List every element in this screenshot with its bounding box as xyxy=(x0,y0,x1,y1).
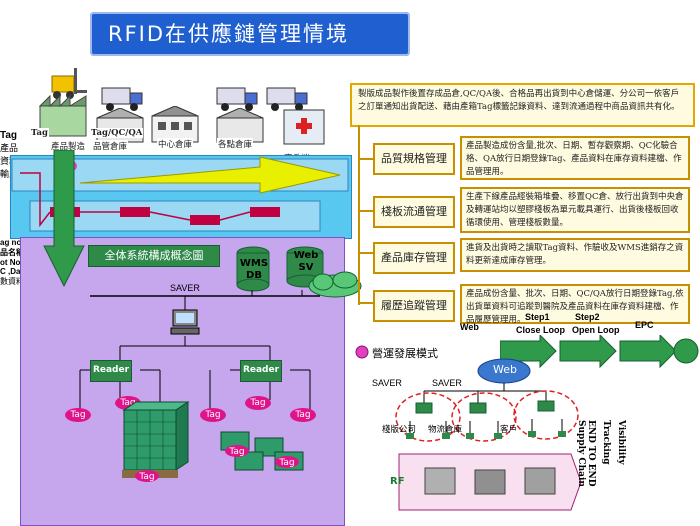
module-label: 產品庫存管理 xyxy=(373,242,455,274)
left-label: 輸入 xyxy=(0,169,19,179)
stage-label: Tag/QC/QA xyxy=(90,128,144,138)
module-label: 棧板流通管理 xyxy=(373,196,455,228)
side-info: ag no: 品名稱,No ot No. C ,Date.. 數資料 xyxy=(0,238,60,287)
hospital-icon xyxy=(283,109,325,145)
business-heading: 營運發展模式 xyxy=(372,347,438,360)
step-label: Step1 xyxy=(525,312,550,322)
warehouse-icon xyxy=(96,108,144,143)
computer-icon xyxy=(170,309,200,335)
truck-icon xyxy=(266,87,308,111)
module-desc: 產品製造成份含量,批次、日期、暫存觀察期、QC化驗合格、QA放行日期登錄Tag、… xyxy=(460,136,690,180)
supply-chain-illustration: Tag Tag/QC/QA 中心倉庫 各點倉庫 客戶端 產品製造 品管倉庫 xyxy=(30,68,350,164)
system-title: 全体系統構成概念圖 xyxy=(88,245,220,267)
step-label: Step2 xyxy=(575,312,600,322)
vertical-label: Visibility xyxy=(616,420,626,465)
flow-description: 製版成品製作後置存成品倉,QC/QA後、合格品再出貨到中心倉儲運、分公司一依客戶… xyxy=(350,83,695,127)
rfid-tag: Tag xyxy=(245,396,271,410)
module-label: 履歷追蹤管理 xyxy=(373,290,455,322)
stage-label: 中心倉庫 xyxy=(157,138,194,150)
warehouse-icon xyxy=(151,106,199,143)
module-desc: 進貨及出貨時之讀取Tag資料、作驗收及WMS進銷存之資料更新達成庫存管理。 xyxy=(460,238,690,272)
side-info-line: ag no: xyxy=(0,238,24,247)
left-label: Tag xyxy=(0,130,18,141)
side-info-line: 品名稱,No xyxy=(0,248,37,257)
rfid-tag: Tag xyxy=(65,408,91,422)
rfid-tag: Tag xyxy=(200,408,226,422)
callout-arrow xyxy=(43,150,85,288)
vertical-label: END TO END Supply Chain xyxy=(576,420,596,487)
left-label: 資料 xyxy=(0,156,19,166)
step-label: Web xyxy=(460,322,479,332)
web-sv-label: Web SV xyxy=(293,250,319,273)
bullet-icon xyxy=(355,345,369,359)
step-label: EPC xyxy=(635,320,654,330)
saver-label: SAVER xyxy=(432,378,462,388)
left-label-group: Tag 產品 資料 輸入 xyxy=(0,130,30,180)
rf-band xyxy=(398,453,582,511)
network-lines xyxy=(79,290,320,410)
side-info-line: C ,Date.. xyxy=(0,267,33,276)
rfid-tag: Tag xyxy=(225,445,249,457)
truck-icon xyxy=(101,87,143,111)
rfid-tag: Tag xyxy=(290,408,316,422)
vertical-label: Tracking xyxy=(601,420,611,465)
left-label: 產品 xyxy=(0,143,19,153)
module-label: 品質規格管理 xyxy=(373,143,455,175)
step-arrows xyxy=(500,335,699,369)
rfid-reader: Reader xyxy=(240,360,282,382)
saver-label: SAVER xyxy=(372,378,402,388)
web-cloud-label: Web xyxy=(493,363,517,376)
node-label: 棧版公司 xyxy=(382,424,417,434)
stage-name: 品管倉庫 xyxy=(92,140,129,152)
wms-db-label: WMS DB xyxy=(239,258,269,281)
saver-label: SAVER xyxy=(170,283,200,293)
truck-icon xyxy=(216,87,258,111)
loop-label: Open Loop xyxy=(572,325,620,335)
cloud-icon xyxy=(308,271,362,298)
node-label: 客戶 xyxy=(500,424,518,434)
stage-label: 各點倉庫 xyxy=(217,138,254,150)
stage-label: Tag xyxy=(30,128,49,138)
rfid-tag: Tag xyxy=(135,470,159,482)
module-desc: 產品成份含量、批次、日期、QC/QA放行日期登錄Tag,依出貨單資料可追蹤到醫院… xyxy=(460,284,690,325)
page-title: RFID在供應鏈管理情境 xyxy=(90,12,410,56)
business-network xyxy=(395,358,579,442)
rfid-tag: Tag xyxy=(275,456,299,468)
module-desc: 生產下線產品經裝箱堆疊、移置QC倉、放行出貨到中央倉及轉運站均以塑膠棧板為單元載… xyxy=(460,187,690,233)
side-info-line: 數資料 xyxy=(0,277,24,286)
rf-label: RF xyxy=(390,476,405,487)
stage-name: 產品製造 xyxy=(50,140,87,152)
node-label: 物流倉庫 xyxy=(428,424,463,434)
loop-label: Close Loop xyxy=(516,325,565,335)
module-connector xyxy=(358,125,373,305)
side-info-line: ot No. xyxy=(0,258,23,267)
rfid-reader: Reader xyxy=(90,360,132,382)
